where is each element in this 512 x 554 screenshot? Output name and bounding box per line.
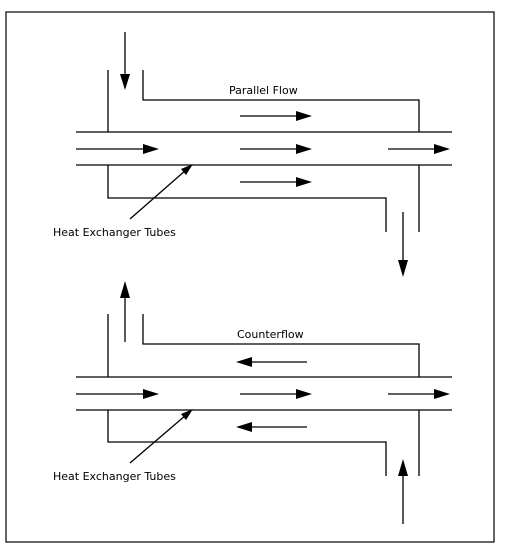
parallel-tube-arrow-2 xyxy=(240,144,312,154)
parallel-flow-section: Parallel Flow Heat Exchanger Tubes xyxy=(53,32,452,277)
counterflow-title: Counterflow xyxy=(237,328,304,341)
parallel-tube-arrow-3 xyxy=(388,144,450,154)
parallel-tubes-leader-line xyxy=(129,169,187,220)
counter-inlet-arrow xyxy=(398,459,408,524)
counter-tube-arrow-1 xyxy=(76,389,159,399)
counter-shell-arrow-top xyxy=(236,357,307,367)
parallel-shell-top-wall xyxy=(142,70,420,132)
parallel-tubes-leader-arrowhead xyxy=(181,164,193,175)
counter-outlet-arrow xyxy=(120,281,130,342)
counterflow-section: Counterflow Heat Exchanger Tubes xyxy=(53,281,452,524)
parallel-flow-title: Parallel Flow xyxy=(229,84,298,97)
counter-shell-arrow-bottom xyxy=(236,422,307,432)
counter-tube-arrow-3 xyxy=(388,389,450,399)
counter-tube-arrow-2 xyxy=(240,389,312,399)
counter-shell-top-wall xyxy=(142,314,420,377)
parallel-shell-bottom-wall xyxy=(107,165,387,232)
counter-shell-bottom-wall xyxy=(107,410,387,476)
parallel-tubes-label: Heat Exchanger Tubes xyxy=(53,226,176,239)
parallel-shell-arrow-top xyxy=(240,111,312,121)
counter-tubes-label: Heat Exchanger Tubes xyxy=(53,470,176,483)
diagram-frame xyxy=(5,11,495,543)
counter-tubes-leader-line xyxy=(129,414,187,464)
parallel-tube-arrow-1 xyxy=(76,144,159,154)
parallel-shell-arrow-bottom xyxy=(240,177,312,187)
parallel-inlet-arrow xyxy=(120,32,130,90)
counter-tubes-leader-arrowhead xyxy=(181,409,193,420)
parallel-outlet-arrow xyxy=(398,212,408,277)
